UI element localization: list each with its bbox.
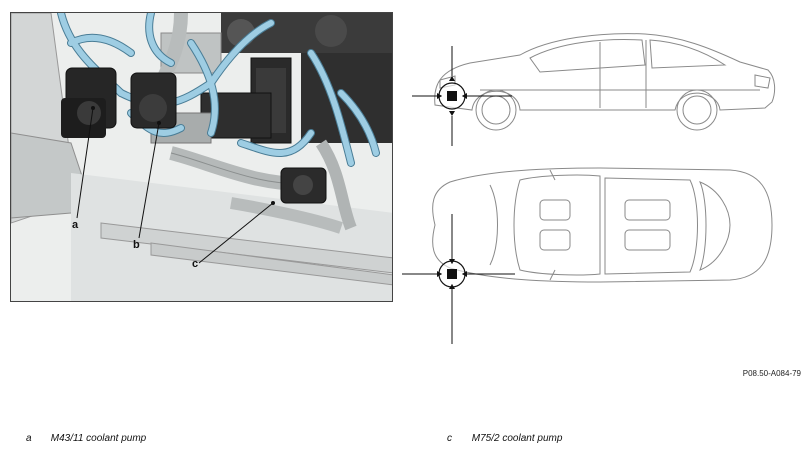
vehicle-outline-drawing: [402, 33, 776, 344]
callout-a-label: a: [72, 219, 79, 231]
callout-c-leader: [198, 202, 274, 264]
legend-item-a: a M43/11 coolant pump: [26, 433, 146, 444]
callout-c-label: c: [192, 258, 199, 270]
legend-letter: a: [26, 433, 32, 444]
legend-text: M75/2 coolant pump: [471, 433, 563, 444]
legend-letter: c: [447, 433, 452, 444]
callout-a-leader: [76, 107, 94, 219]
vehicle-location-views: [400, 30, 795, 350]
legend-text: M43/11 coolant pump: [50, 433, 147, 444]
callout-b-label: b: [133, 239, 140, 251]
coolant-pump-c-graphic: [280, 167, 327, 204]
vehicle-side-view: [434, 33, 776, 131]
location-marker-top: [402, 214, 515, 344]
vehicle-top-view: [432, 167, 773, 283]
location-marker-side: [412, 46, 512, 146]
coolant-pump-b-graphic: [130, 72, 177, 129]
engine-bay-drawing: [11, 13, 392, 301]
engine-bay-illustration: a b c: [10, 12, 393, 302]
callout-b-leader: [138, 122, 160, 239]
reference-code: P08.50-A084-79: [742, 369, 801, 378]
coolant-pump-a-graphic: [61, 67, 117, 138]
legend-item-c: c M75/2 coolant pump: [447, 433, 562, 444]
